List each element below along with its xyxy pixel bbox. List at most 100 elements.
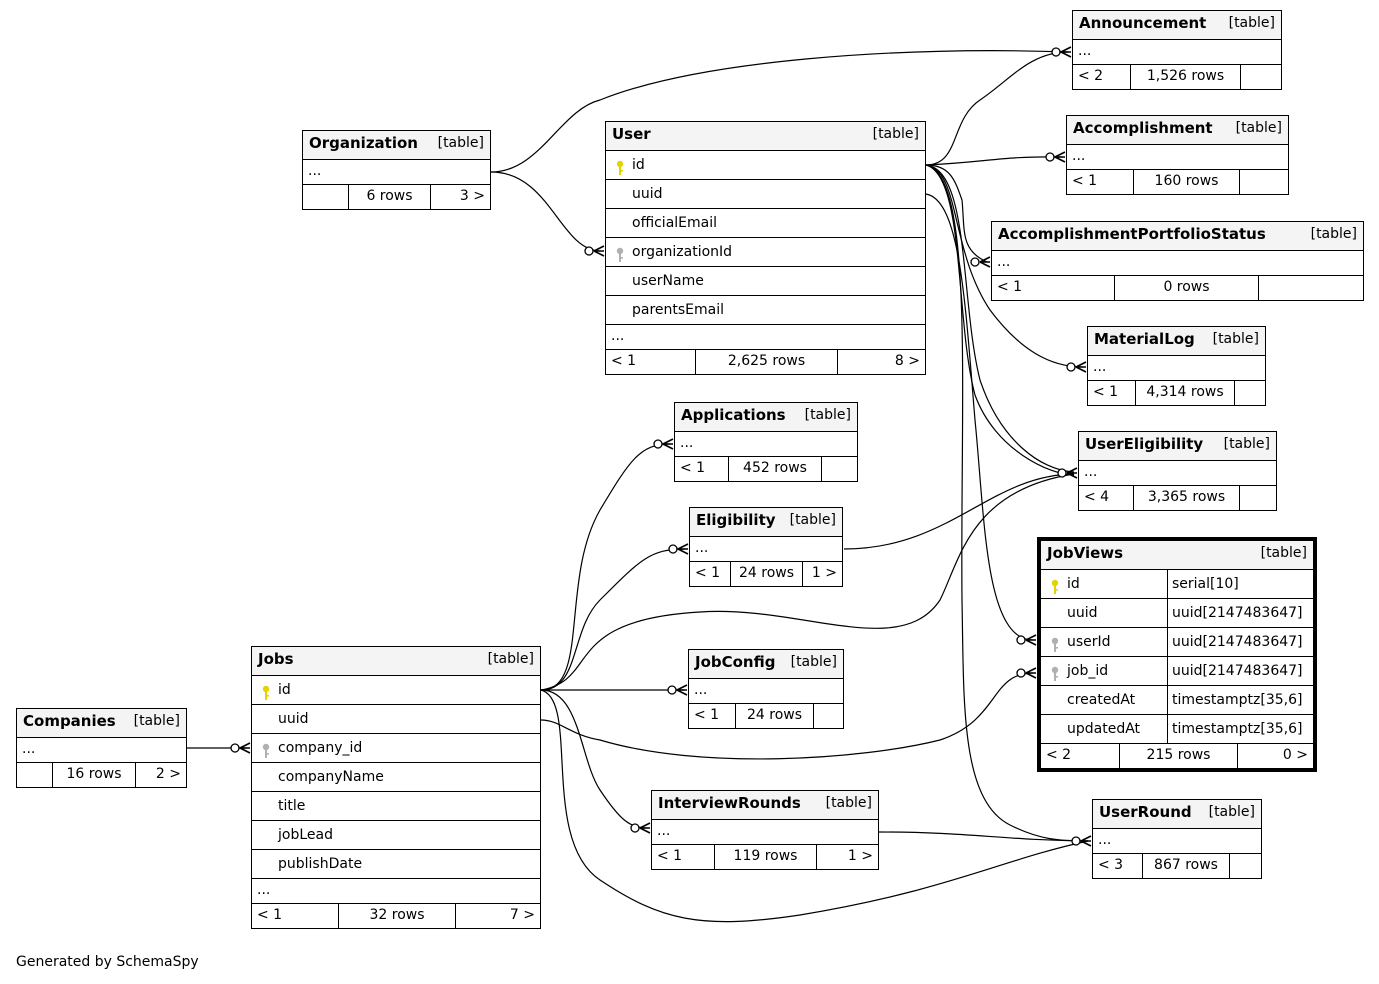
column-name: uuid — [1067, 605, 1098, 621]
column-row[interactable]: id — [252, 676, 540, 705]
children-count[interactable] — [1235, 381, 1265, 405]
parents-count[interactable]: < 1 — [992, 276, 1115, 300]
table-name[interactable]: Accomplishment — [1073, 119, 1213, 137]
children-count[interactable] — [814, 704, 843, 728]
children-count[interactable] — [1241, 65, 1281, 89]
column-row[interactable]: id — [606, 151, 925, 180]
link-jobs-userround — [540, 689, 1089, 923]
table-name[interactable]: JobViews — [1047, 544, 1124, 562]
column-name: createdAt — [1067, 692, 1136, 708]
column-row[interactable]: publishDate — [252, 850, 540, 879]
table-name[interactable]: UserRound — [1099, 803, 1192, 821]
table-header: Eligibility[table] — [690, 508, 842, 537]
row-count: 24 rows — [731, 562, 803, 586]
more-columns: ... — [1073, 40, 1281, 65]
table-name[interactable]: UserEligibility — [1085, 435, 1204, 453]
children-count[interactable]: 2 > — [155, 766, 181, 782]
column-row[interactable]: parentsEmail — [606, 296, 925, 325]
table-name[interactable]: AccomplishmentPortfolioStatus — [998, 225, 1266, 243]
primary-key-icon — [259, 683, 273, 700]
column-row[interactable]: officialEmail — [606, 209, 925, 238]
children-count[interactable] — [1259, 276, 1363, 300]
table-name[interactable]: Eligibility — [696, 511, 776, 529]
table-name[interactable]: JobConfig — [695, 653, 776, 671]
table-header: UserEligibility [table] — [1079, 432, 1276, 461]
primary-key-icon — [613, 158, 627, 175]
link-jobs-interviewrounds — [540, 689, 648, 829]
children-count[interactable]: 1 > — [811, 565, 837, 581]
table-name[interactable]: InterviewRounds — [658, 794, 801, 812]
column-row[interactable]: uuid — [606, 180, 925, 209]
crowfoot-jobviews-userid — [1016, 634, 1037, 646]
parents-count[interactable] — [303, 185, 349, 209]
children-count[interactable]: 3 > — [459, 188, 485, 204]
table-user[interactable]: User[table] id uuid officialEmail organi… — [605, 121, 926, 375]
column-name: officialEmail — [632, 215, 717, 231]
column-row[interactable]: userName — [606, 267, 925, 296]
table-name[interactable]: MaterialLog — [1094, 330, 1195, 348]
children-count[interactable] — [1240, 170, 1288, 194]
more-columns: ... — [1088, 356, 1265, 381]
table-header: MaterialLog[table] — [1088, 327, 1265, 356]
parents-count[interactable]: < 1 — [1088, 381, 1136, 405]
children-count[interactable]: 7 > — [509, 907, 535, 923]
table-jobs[interactable]: Jobs[table] id uuid company_id companyNa… — [251, 646, 541, 929]
table-name[interactable]: Announcement — [1079, 14, 1207, 32]
column-row[interactable]: title — [252, 792, 540, 821]
parents-count[interactable]: < 1 — [1067, 170, 1134, 194]
parents-count[interactable]: < 3 — [1093, 854, 1143, 878]
table-name[interactable]: Companies — [23, 712, 116, 730]
column-row[interactable]: uuid — [252, 705, 540, 734]
children-count[interactable]: 1 > — [847, 848, 873, 864]
table-name[interactable]: User — [612, 125, 651, 143]
table-name[interactable]: Organization — [309, 134, 418, 152]
parents-count[interactable]: < 1 — [252, 904, 339, 928]
column-name: id — [278, 682, 291, 698]
foreign-key-icon — [1048, 635, 1062, 652]
children-count[interactable]: 8 > — [894, 353, 920, 369]
parents-count[interactable]: < 1 — [690, 562, 731, 586]
parents-count[interactable]: < 2 — [1041, 744, 1120, 768]
children-count[interactable] — [1230, 854, 1261, 878]
crowfoot-portfoliostatus — [970, 256, 991, 268]
column-row[interactable]: company_id — [252, 734, 540, 763]
parents-count[interactable]: < 4 — [1079, 486, 1134, 510]
table-name[interactable]: Jobs — [258, 650, 294, 668]
children-count[interactable] — [822, 457, 857, 481]
parents-count[interactable]: < 1 — [675, 457, 729, 481]
parents-count[interactable]: < 1 — [689, 704, 736, 728]
table-accomplishmentportfoliostatus[interactable]: AccomplishmentPortfolioStatus[table] ...… — [991, 221, 1364, 301]
table-kind: [table] — [1223, 436, 1270, 452]
parents-count[interactable]: < 1 — [606, 350, 696, 374]
parents-count[interactable] — [17, 763, 53, 787]
column-row[interactable]: jobLead — [252, 821, 540, 850]
column-row[interactable]: companyName — [252, 763, 540, 792]
table-name[interactable]: Applications — [681, 406, 786, 424]
children-count[interactable] — [1240, 486, 1276, 510]
column-row[interactable]: organizationId — [606, 238, 925, 267]
children-count[interactable]: 0 > — [1282, 747, 1308, 763]
column-name: updatedAt — [1067, 721, 1141, 737]
parents-count[interactable]: < 2 — [1073, 65, 1131, 89]
parents-count[interactable]: < 1 — [652, 845, 715, 869]
